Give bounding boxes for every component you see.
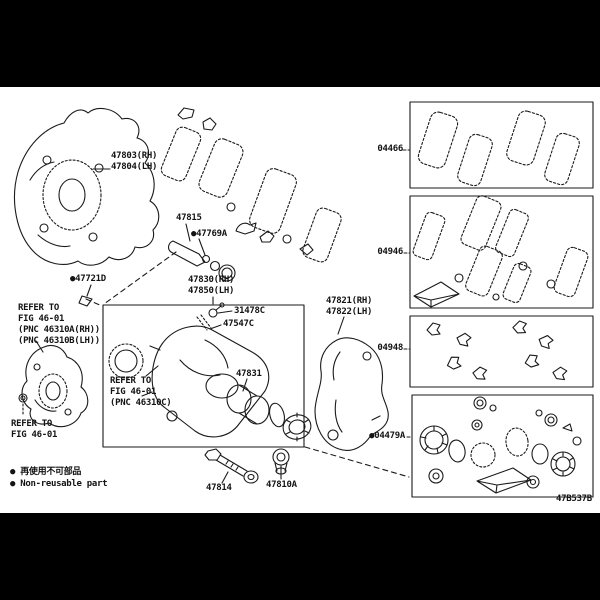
kit-label-shim-kit[interactable]: 04946 bbox=[377, 247, 403, 257]
kit-label-seal-kit[interactable]: ●04479A bbox=[369, 431, 405, 441]
kit-label-fitting-kit[interactable]: 04948 bbox=[377, 343, 403, 353]
pad-kit-contents bbox=[417, 110, 580, 187]
legend-non-reusable-en: ● Non-reusable part bbox=[10, 479, 108, 489]
caliper-assembly-box bbox=[102, 302, 312, 448]
note-refer-hub: REFER TO FIG 46-01 bbox=[11, 419, 58, 440]
callout-bleeder-plug[interactable]: 31478C bbox=[234, 306, 265, 316]
callout-slide-bush[interactable]: 47547C bbox=[223, 319, 254, 329]
fitting-kit-contents bbox=[426, 320, 568, 381]
knuckle-drawing bbox=[18, 344, 89, 428]
callout-piston[interactable]: 47831 bbox=[236, 369, 262, 379]
mount-bolt-drawing bbox=[78, 295, 93, 307]
note-refer-knuckle: REFER TO FIG 46-01 (PNC 46310A(RH)) (PNC… bbox=[18, 303, 100, 346]
callout-union-bolt[interactable]: 47810A bbox=[266, 480, 297, 490]
brake-pads-drawing bbox=[160, 107, 342, 263]
mounting-bracket-drawing bbox=[314, 337, 389, 451]
slide-pin-drawing bbox=[168, 240, 236, 282]
note-refer-caliper: REFER TO FIG 46-01 (PNC 46310C) bbox=[110, 376, 172, 408]
shim-kit-contents bbox=[412, 195, 589, 308]
callout-leaders bbox=[22, 168, 345, 484]
diagram-paper bbox=[0, 87, 600, 513]
dashed-leaders bbox=[85, 251, 410, 478]
callout-caliper-assy[interactable]: 47830(RH) 47850(LH) bbox=[188, 275, 235, 296]
callout-dust-cover[interactable]: 47803(RH) 47804(LH) bbox=[111, 151, 158, 172]
callout-pin-boot[interactable]: ●47769A bbox=[191, 229, 227, 239]
callout-mounting-bracket[interactable]: 47821(RH) 47822(LH) bbox=[326, 296, 373, 317]
caliper-bolt-drawing bbox=[204, 448, 259, 484]
figure-code: 47B537B bbox=[556, 494, 592, 504]
dust-shield-drawing bbox=[13, 107, 160, 266]
legend-non-reusable-jp: ● 再使用不可部品 bbox=[10, 467, 82, 477]
callout-caliper-bolt[interactable]: 47814 bbox=[206, 483, 232, 493]
seal-kit-contents bbox=[419, 396, 582, 494]
kit-panels bbox=[402, 101, 594, 498]
kit-label-pad-kit[interactable]: 04466 bbox=[377, 144, 403, 154]
callout-mount-bolt[interactable]: ●47721D bbox=[70, 274, 106, 284]
callout-slide-pin[interactable]: 47815 bbox=[176, 213, 202, 223]
